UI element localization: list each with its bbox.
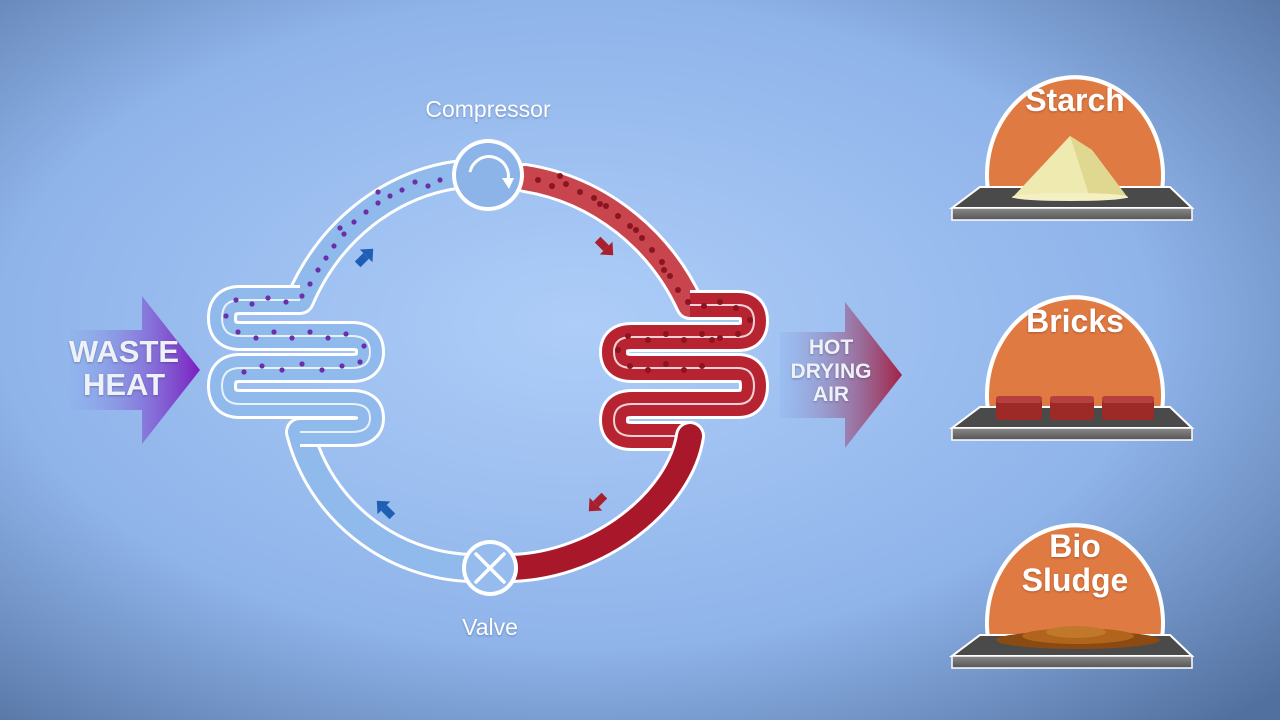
powder-pile-icon	[1012, 136, 1128, 201]
starch-dome	[949, 75, 1195, 221]
flow-direction-arrow-icon	[354, 236, 614, 520]
waste-heat-arrow	[70, 296, 200, 444]
hot-particles	[535, 173, 753, 373]
bio-sludge-title-line1: Bio	[1049, 528, 1101, 564]
cold-particles	[223, 177, 443, 375]
rotation-arrow-icon	[468, 155, 514, 189]
bio-sludge-title-line2: Sludge	[1021, 561, 1129, 598]
waste-heat-label: WASTE HEAT	[64, 334, 184, 402]
hot-air-line2: DRYING	[790, 359, 872, 383]
valve	[462, 540, 518, 596]
hot-air-line3: AIR	[812, 383, 850, 407]
brick-icon	[996, 396, 1154, 420]
bricks-dome	[949, 295, 1195, 441]
waste-heat-line2: HEAT	[82, 366, 166, 402]
sludge-pile-icon	[996, 626, 1160, 649]
bricks-title-line1: Bricks	[1026, 303, 1124, 339]
compressor-label: Compressor	[425, 96, 551, 122]
starch-title: Starch	[1000, 82, 1150, 118]
starch-title-line1: Starch	[1025, 82, 1125, 118]
hot-drying-air-label: HOT DRYING AIR	[776, 336, 886, 407]
cold-loop	[207, 160, 485, 583]
valve-label: Valve	[462, 614, 518, 640]
bricks-title: Bricks	[1000, 303, 1150, 339]
bio-sludge-title: Bio Sludge	[1000, 528, 1150, 598]
waste-heat-line1: WASTE	[68, 334, 180, 369]
bio-sludge-dome	[949, 523, 1195, 669]
hot-air-line1: HOT	[808, 336, 854, 359]
compressor	[452, 139, 524, 211]
hot-drying-air-arrow	[780, 302, 902, 448]
x-valve-icon	[474, 552, 506, 584]
